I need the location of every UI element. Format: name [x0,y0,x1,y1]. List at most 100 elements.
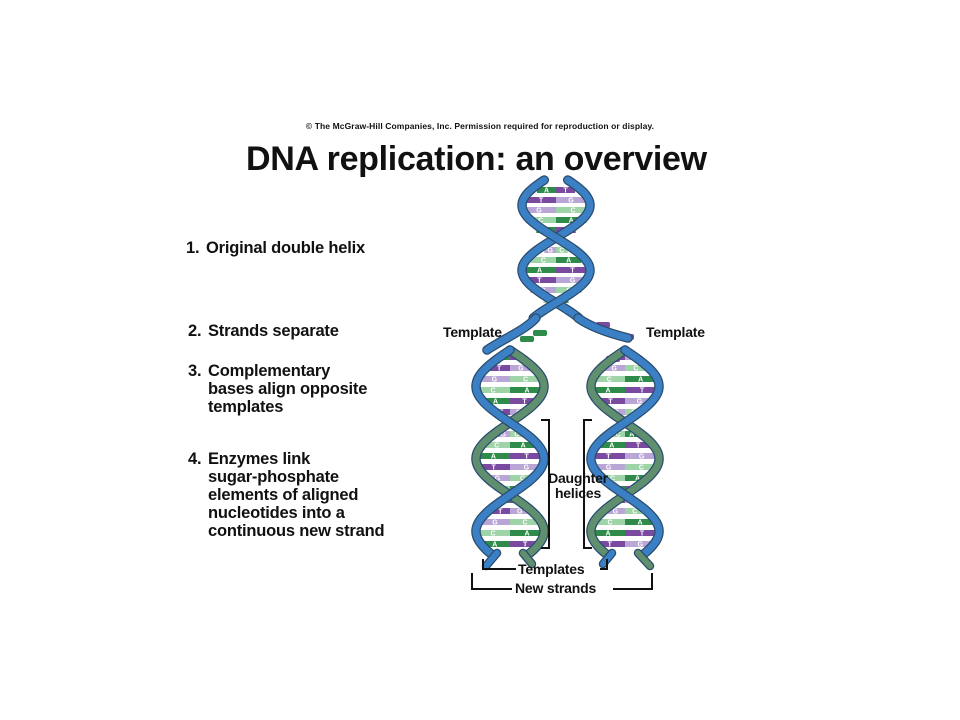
base-letter: A [629,432,634,439]
page-title: DNA replication: an overview [246,140,707,178]
base-letter: T [608,542,613,549]
base-letter: T [606,454,611,461]
sugar-phosphate-strands [471,175,664,571]
base-letter: T [608,399,613,406]
base-letter: T [640,388,645,395]
step-4-line-2: sugar-phosphate [208,468,339,486]
base-letter: G [500,432,506,439]
base-letter: A [491,454,496,461]
base-letter: G [637,399,643,406]
step-3: 3.Complementary bases align opposite tem… [188,362,367,416]
step-4-line-5: continuous new strand [208,522,385,540]
base-letter: T [497,366,502,373]
base-letter: G [611,366,617,373]
base-letter: G [495,476,501,483]
step-1-line-1: Original double helix [206,239,365,257]
base-letter: A [544,188,549,195]
step-3-line-2: bases align opposite [208,380,368,398]
base-letter: A [635,476,640,483]
base-letter: C [616,432,621,439]
original-strand-b [518,176,594,322]
daughter-helices-line-1: Daughter [548,470,608,486]
base-letter: T [522,399,527,406]
base-letter: A [521,443,526,450]
base-letter: A [638,377,643,384]
step-1: 1. Original double helix [186,239,365,257]
base-letter: C [520,476,525,483]
step-3-line-1: Complementary [208,362,331,380]
base-letter: G [570,278,576,285]
separating-strand-left [483,314,540,354]
base-letter: C [633,366,638,373]
template-label-right: Template [646,324,705,340]
step-4: 4.Enzymes link sugar-phosphate elements … [188,450,385,540]
step-4-line-3: elements of aligned [208,486,359,504]
base-letter: C [523,377,528,384]
base-letter: T [539,198,544,205]
free-nucleotide [533,330,547,336]
base-letter: G [547,248,553,255]
daughter-helices-label: Daughter helices [538,471,618,501]
base-letter: A [637,520,642,527]
base-letter: C [610,476,615,483]
base-letter: T [636,443,641,450]
base-letter: A [605,531,610,538]
base-letter: G [518,366,524,373]
left-template-tail [483,550,500,569]
base-letter: A [605,388,610,395]
base-letter: C [607,520,612,527]
step-2-number: 2. [188,322,202,340]
base-letter: G [606,465,612,472]
new-strands-label: New strands [515,580,597,596]
base-letter: G [613,509,619,516]
left-new-strand [472,346,548,558]
base-letter: A [492,542,497,549]
base-letter: T [523,542,528,549]
base-letter: A [569,218,574,225]
step-4-line-1: Enzymes link [208,450,311,468]
base-letter: C [639,465,644,472]
base-letter: A [493,399,498,406]
base-letter: A [524,388,529,395]
left-new-tail [520,550,535,567]
base-letter: C [494,443,499,450]
right-new-tail [635,550,653,569]
base-letter: G [517,509,523,516]
daughter-bracket-right [583,419,592,549]
base-letter: T [537,278,542,285]
base-letter: C [632,509,637,516]
base-letter: A [537,268,542,275]
copyright-notice: © The McGraw-Hill Companies, Inc. Permis… [305,121,655,131]
base-letter: C [538,218,543,225]
step-1-number: 1. [186,239,200,257]
base-letter: C [514,432,519,439]
right-template-strand [587,346,663,558]
base-letter: G [639,454,645,461]
base-letter: G [568,198,574,205]
